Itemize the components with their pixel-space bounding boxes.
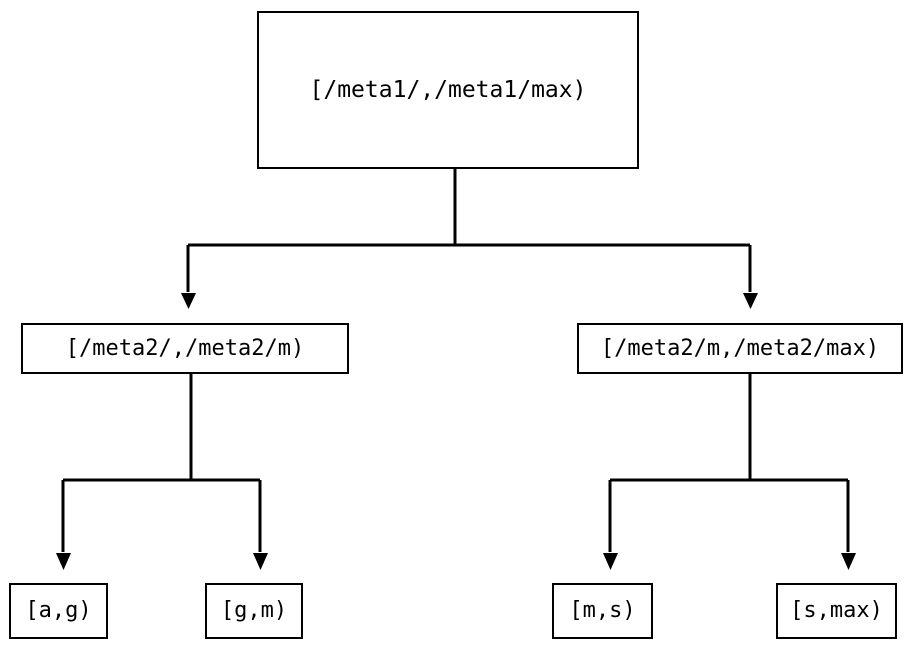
node-leaf-g-m-label: [g,m) [220,598,288,623]
node-leaf-m-s[interactable]: [m,s) [552,583,653,639]
node-root-interval[interactable]: [/meta1/,/meta1/max) [257,11,639,169]
node-leaf-s-max-label: [s,max) [790,598,883,623]
node-meta2-high-interval[interactable]: [/meta2/m,/meta2/max) [577,323,903,374]
arrowhead-icon [603,553,618,570]
node-meta2-low-interval[interactable]: [/meta2/,/meta2/m) [21,323,349,374]
node-leaf-a-g[interactable]: [a,g) [9,583,108,639]
node-leaf-a-g-label: [a,g) [25,598,92,623]
arrowhead-icon [253,553,268,570]
edge-root-to-level2 [181,169,758,309]
edge-meta2low-to-leaves [56,374,268,570]
arrowhead-icon [56,553,71,570]
edge-meta2high-to-leaves [603,374,856,570]
node-root-label: [/meta1/,/meta1/max) [309,76,587,103]
arrowhead-icon [181,293,196,309]
node-meta2-high-label: [/meta2/m,/meta2/max) [600,335,880,361]
node-leaf-g-m[interactable]: [g,m) [205,583,303,639]
node-meta2-low-label: [/meta2/,/meta2/m) [65,335,305,361]
node-leaf-m-s-label: [m,s) [569,598,636,623]
arrowhead-icon [841,553,856,570]
node-leaf-s-max[interactable]: [s,max) [776,583,897,639]
arrowhead-icon [743,293,758,309]
